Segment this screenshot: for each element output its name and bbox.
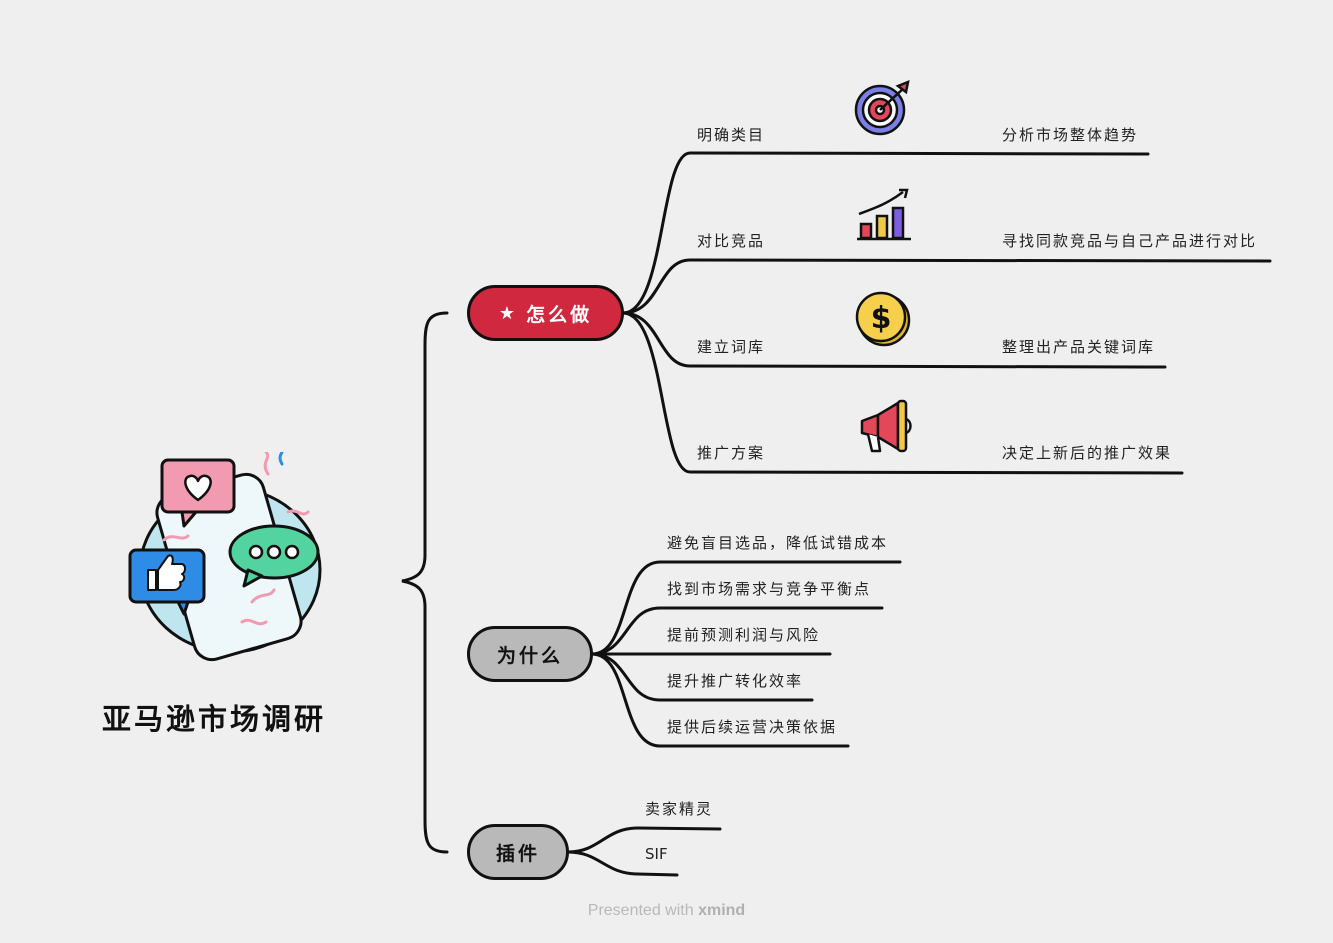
- connector-how-1: [621, 151, 1150, 315]
- branch-node-why[interactable]: 为什么: [467, 626, 593, 682]
- brace-connector: [401, 311, 449, 854]
- branch-label-why: 为什么: [496, 644, 563, 667]
- how-item-detail[interactable]: 整理出产品关键词库: [1002, 338, 1156, 356]
- connector-how-2: [621, 258, 1272, 315]
- connector-why-2: [590, 606, 884, 656]
- svg-text:$: $: [871, 301, 892, 336]
- connector-how-3: [621, 311, 1167, 369]
- plugin-item[interactable]: 卖家精灵: [645, 800, 714, 818]
- central-topic-title[interactable]: 亚马逊市场调研: [102, 702, 327, 736]
- branch-label-how: 怎么做: [526, 303, 593, 326]
- branch-node-plugins[interactable]: 插件: [467, 824, 569, 880]
- how-item-detail[interactable]: 决定上新后的推广效果: [1002, 444, 1173, 462]
- dollar-coin-icon: $: [855, 291, 911, 347]
- social-media-phone-icon: [128, 452, 322, 662]
- plugin-item[interactable]: SIF: [645, 845, 668, 863]
- how-item-label[interactable]: 建立词库: [697, 338, 766, 356]
- connector-why-1: [590, 560, 902, 656]
- connector-how-4: [621, 311, 1184, 475]
- target-icon: [854, 80, 910, 136]
- why-item[interactable]: 提前预测利润与风险: [667, 626, 821, 644]
- bar-chart-icon: [857, 188, 911, 241]
- connector-why-5: [590, 652, 850, 748]
- how-item-label[interactable]: 对比竞品: [697, 232, 766, 250]
- footer-prefix: Presented with: [587, 902, 694, 919]
- why-item[interactable]: 找到市场需求与竞争平衡点: [667, 580, 872, 598]
- why-item[interactable]: 提升推广转化效率: [667, 672, 804, 690]
- how-item-label[interactable]: 推广方案: [697, 444, 766, 462]
- branch-node-how[interactable]: ★ 怎么做: [467, 285, 624, 341]
- how-item-detail[interactable]: 分析市场整体趋势: [1002, 126, 1139, 144]
- how-item-label[interactable]: 明确类目: [697, 126, 766, 144]
- why-item[interactable]: 提供后续运营决策依据: [667, 718, 838, 736]
- connector-plugin-2: [566, 850, 679, 877]
- how-item-detail[interactable]: 寻找同款竞品与自己产品进行对比: [1002, 232, 1258, 250]
- branch-label-plugins: 插件: [495, 842, 540, 865]
- why-item[interactable]: 避免盲目选品，降低试错成本: [667, 534, 889, 552]
- connector-plugin-1: [566, 826, 722, 854]
- megaphone-icon: [860, 399, 912, 453]
- star-icon: ★: [498, 302, 519, 324]
- xmind-brand: xmind: [698, 902, 746, 919]
- presented-with-footer: Presented with xmind: [0, 902, 1333, 920]
